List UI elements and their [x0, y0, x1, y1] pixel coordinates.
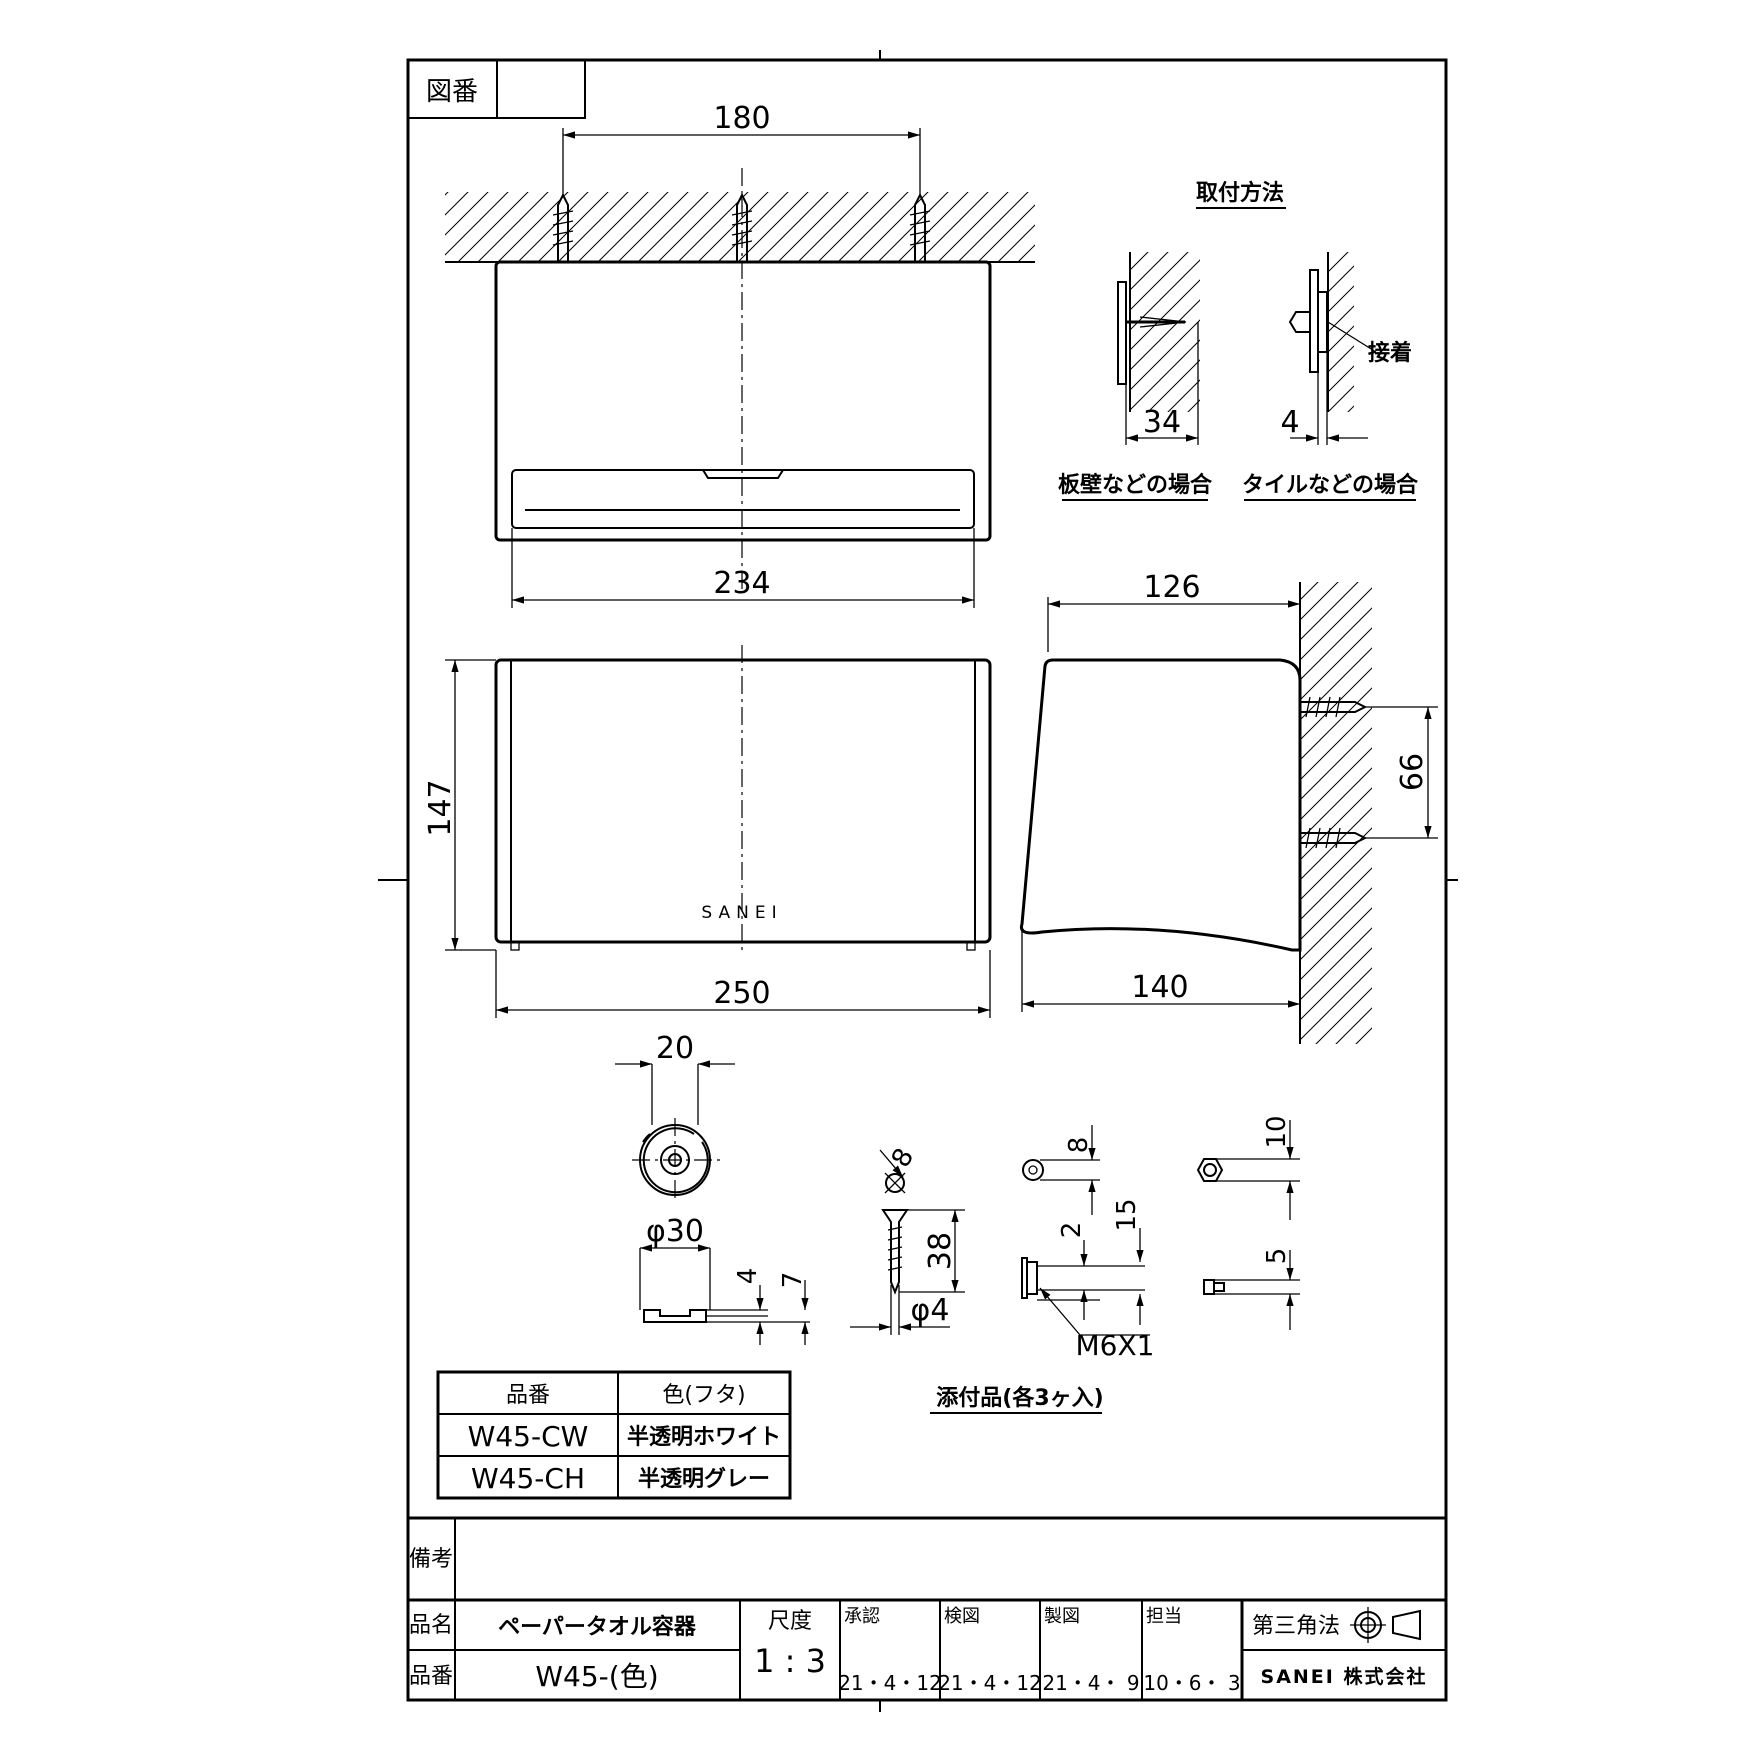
- approval-date-1: 21・4・12: [838, 1671, 942, 1695]
- remarks-label: 備考: [409, 1547, 453, 1572]
- approval-label-4: 担当: [1146, 1606, 1182, 1627]
- approval-label-3: 製図: [1044, 1606, 1080, 1627]
- dim-board-wall: 34: [1143, 405, 1181, 440]
- mounting-title: 取付方法: [1196, 180, 1284, 206]
- screw-part: 8 38 φ4: [850, 1143, 965, 1335]
- title-block: 備考 品名 ペーパータオル容器 品番 W45-(色) 尺度 1 : 3 承認 検…: [408, 1516, 1446, 1700]
- color-table-color-1: 半透明ホワイト: [627, 1425, 781, 1450]
- dim-washer-height: 7: [778, 1272, 808, 1289]
- dim-tile-wall: 4: [1280, 405, 1299, 440]
- dim-lid-width: 234: [713, 566, 770, 601]
- tile-wall-detail: 接着 4 タイルなどの場合: [1242, 252, 1419, 501]
- board-wall-caption: 板壁などの場合: [1058, 472, 1213, 498]
- product-name-label: 品名: [409, 1613, 453, 1638]
- dim-screw-head: 8: [886, 1143, 920, 1172]
- dim-nut-length: 15: [1112, 1198, 1142, 1231]
- approval-label-1: 承認: [844, 1606, 880, 1627]
- small-nut-part: 8 2 15 M6X1: [1021, 1125, 1155, 1362]
- dim-nut-thread: 2: [1057, 1222, 1087, 1239]
- dim-nut-flange: 8: [1064, 1137, 1094, 1154]
- drawing-number-box: 図番: [407, 59, 586, 119]
- approval-date-3: 21・4・ 9: [1042, 1671, 1139, 1695]
- product-number-value: W45-(色): [535, 1660, 658, 1693]
- projection-label: 第三角法: [1252, 1614, 1340, 1639]
- accessories: 20 φ30 4 7 8 3: [615, 1031, 1300, 1414]
- drawing-frame: [406, 58, 1448, 1702]
- adhesive-label: 接着: [1368, 340, 1412, 366]
- color-table: 品番 色(フタ) W45-CW 半透明ホワイト W45-CH 半透明グレー: [436, 1370, 792, 1500]
- top-view-lid: [511, 469, 975, 529]
- mounting-section: 取付方法 34 板壁などの場合 接着 4: [1058, 180, 1419, 501]
- approval-label-2: 検図: [944, 1606, 980, 1627]
- scale-value: 1 : 3: [754, 1642, 826, 1680]
- third-angle-projection-icon: [1350, 1607, 1421, 1643]
- front-view-body: [494, 658, 992, 944]
- dim-screw-length: 38: [923, 1232, 958, 1270]
- dim-front-height: 147: [423, 779, 458, 836]
- front-view: SANEI 147 250: [423, 645, 992, 1018]
- dim-side-depth-top: 126: [1143, 570, 1200, 605]
- tile-wall-caption: タイルなどの場合: [1242, 472, 1419, 498]
- board-wall-detail: 34 板壁などの場合: [1058, 252, 1213, 501]
- side-view: 126 66 140: [1019, 570, 1438, 1044]
- dim-hole-pitch: 180: [713, 101, 770, 136]
- color-table-header-code: 品番: [506, 1383, 550, 1408]
- top-view: 180 234: [445, 101, 1035, 608]
- top-view-body: [494, 260, 992, 542]
- dim-washer-thickness: 4: [733, 1268, 763, 1285]
- side-view-body: [1019, 658, 1302, 952]
- drawing-number-label: 図番: [426, 77, 478, 107]
- dim-side-screw-pitch: 66: [1395, 753, 1430, 791]
- product-number-label: 品番: [409, 1664, 453, 1689]
- color-table-code-2: W45-CH: [471, 1462, 585, 1495]
- dim-side-depth-bottom: 140: [1131, 970, 1188, 1005]
- sanei-logo: SANEI: [701, 903, 782, 923]
- approval-date-2: 21・4・12: [938, 1671, 1042, 1695]
- approval-date-4: 10・6・ 3: [1143, 1671, 1240, 1695]
- washer-part: 20 φ30 4 7: [615, 1031, 810, 1345]
- hex-nut-part: 10 5: [1196, 1115, 1300, 1330]
- dim-washer-diameter: φ30: [646, 1214, 704, 1249]
- company-name: SANEI 株式会社: [1261, 1665, 1428, 1688]
- dim-screw-diameter: φ4: [911, 1293, 950, 1328]
- product-name-value: ペーパータオル容器: [498, 1614, 697, 1640]
- scale-label: 尺度: [768, 1609, 812, 1634]
- accessories-caption: 添付品(各3ヶ入): [936, 1385, 1103, 1411]
- color-table-code-1: W45-CW: [468, 1420, 589, 1453]
- dim-front-width: 250: [713, 976, 770, 1011]
- thread-spec: M6X1: [1076, 1329, 1155, 1362]
- dim-washer-hole: 20: [656, 1031, 694, 1066]
- color-table-header-color: 色(フタ): [662, 1383, 745, 1408]
- color-table-color-2: 半透明グレー: [638, 1466, 770, 1492]
- dim-hex-width: 10: [1262, 1115, 1292, 1148]
- dim-hex-thickness: 5: [1262, 1248, 1292, 1265]
